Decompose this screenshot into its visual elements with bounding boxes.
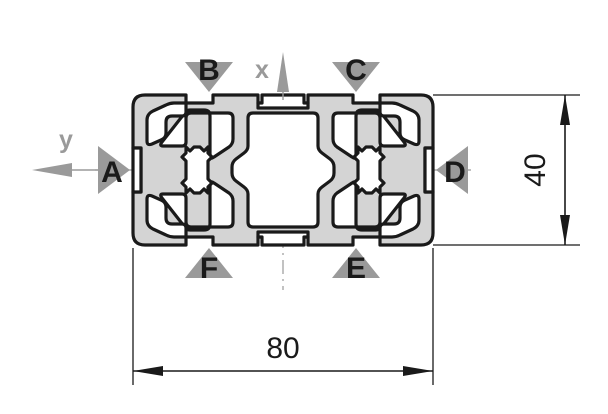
face-label-a[interactable]: A xyxy=(98,146,130,194)
left-core-bore xyxy=(180,145,214,195)
corner-slot-top-left xyxy=(145,101,188,147)
left-face-slot-void xyxy=(131,146,143,194)
triangle-down-icon xyxy=(185,62,233,92)
face-label-e-text: E xyxy=(346,252,366,285)
bottom-center-slot-throat xyxy=(256,230,310,247)
face-label-c-text: C xyxy=(345,54,367,87)
right-face-slot-void xyxy=(423,146,435,194)
dimension-arrow-left xyxy=(133,366,163,376)
face-label-b-text: B xyxy=(198,54,220,87)
extension-lines xyxy=(132,94,580,385)
face-label-f[interactable]: F xyxy=(185,248,233,285)
dimension-value-width: 80 xyxy=(266,332,299,365)
corner-slot-top-right xyxy=(378,101,421,147)
right-core-bore xyxy=(352,145,386,195)
axis-y-arrowhead xyxy=(32,163,72,177)
triangle-up-icon xyxy=(332,248,380,278)
corner-slot-bottom-right xyxy=(378,193,421,239)
dimension-width: 80 xyxy=(133,332,433,376)
corner-slot-bottom-left xyxy=(145,193,188,239)
dimension-arrow-bottom xyxy=(560,215,570,245)
axis-y-label: y xyxy=(59,126,73,154)
face-label-e[interactable]: E xyxy=(332,248,380,285)
dimension-value-height: 40 xyxy=(519,153,552,186)
dimension-height: 40 xyxy=(519,95,570,245)
face-label-f-text: F xyxy=(200,252,218,285)
triangle-left-icon xyxy=(436,146,468,194)
face-label-c[interactable]: C xyxy=(332,54,380,92)
central-chamber-void xyxy=(230,111,336,229)
profile-cross-section xyxy=(131,93,435,247)
dimension-arrow-right xyxy=(403,366,433,376)
triangle-right-icon xyxy=(98,146,130,194)
coordinate-axes: x y xyxy=(32,52,289,177)
axis-x-label: x xyxy=(255,56,269,84)
top-center-slot-throat xyxy=(256,93,310,110)
face-label-b[interactable]: B xyxy=(185,54,233,92)
dimension-arrow-top xyxy=(560,95,570,125)
triangle-down-icon xyxy=(332,62,380,92)
triangle-up-icon xyxy=(185,248,233,278)
face-label-a-text: A xyxy=(101,156,123,189)
face-label-d-text: D xyxy=(444,156,466,189)
axis-x-arrowhead xyxy=(277,52,289,92)
face-label-d[interactable]: D xyxy=(436,146,468,194)
